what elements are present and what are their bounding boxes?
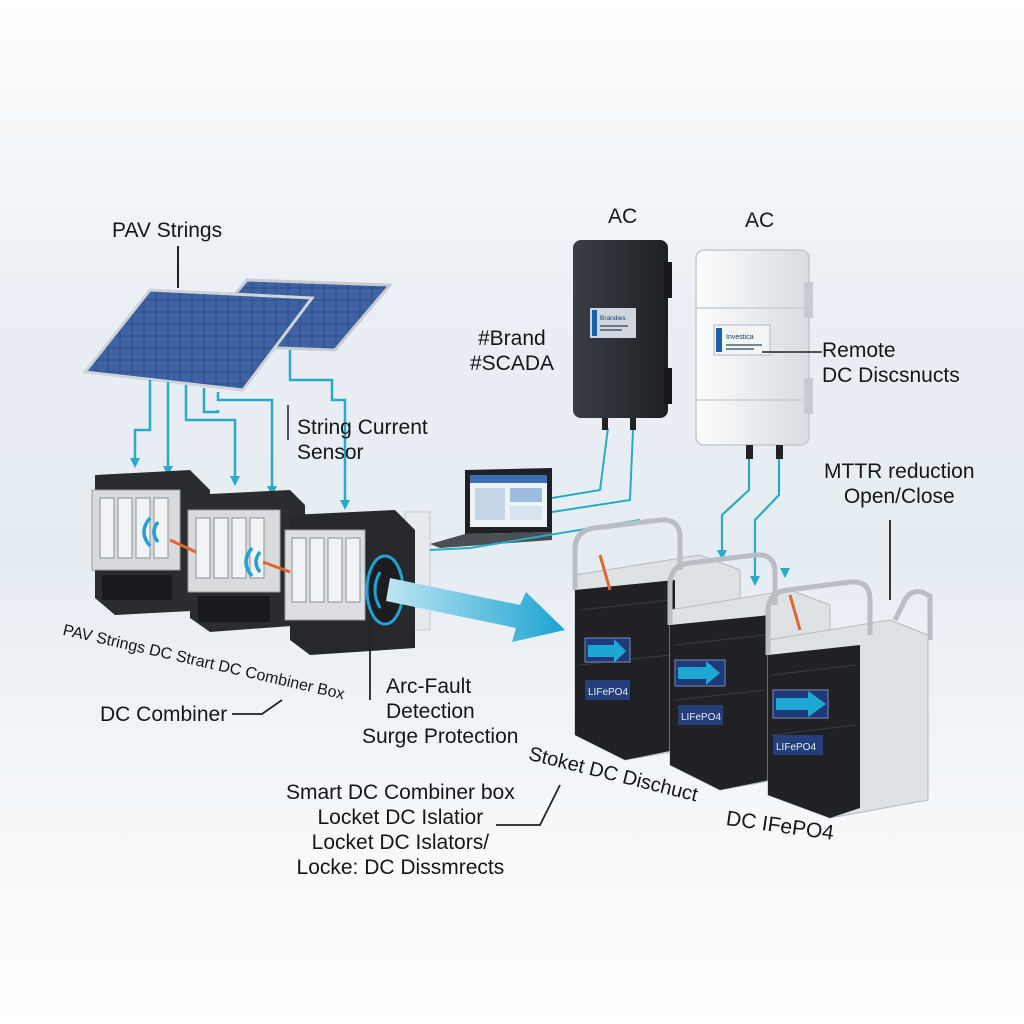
battery-3-label: LIFePO4: [776, 742, 816, 753]
mttr-line-1: MTTR reduction: [824, 460, 975, 483]
smart-line-4: Locke: DC Dissmrects: [296, 856, 505, 879]
inverter-dark: Brandies: [573, 240, 672, 430]
scada-label: #SCADA: [470, 352, 555, 375]
dc-combiner-label: DC Combiner: [100, 703, 228, 726]
laptop: [430, 468, 552, 548]
combiner-box-2: [169, 490, 305, 632]
brand-label: #Brand: [478, 327, 546, 350]
string-cables: [133, 350, 347, 505]
solar-panel-front: [82, 288, 315, 392]
inverter-battery-cables: [720, 459, 781, 580]
smart-line-3: Locket DC Islators/: [311, 831, 490, 854]
mttr-label: MTTR reduction Open/Close: [824, 459, 975, 509]
power-flow-arrow: [386, 578, 565, 642]
string-current-sensor-label: String Current Sensor: [297, 415, 428, 465]
smart-combiner-label: Smart DC Combiner box Locket DC Islatior…: [286, 780, 515, 880]
inverter-left-brand: Brandies: [600, 315, 626, 322]
combiner-box-3: [262, 510, 431, 655]
smart-line-1: Smart DC Combiner box: [286, 781, 515, 804]
inverter-battery-arrowheads: [717, 550, 790, 586]
arc-fault-label: Arc-Fault Detection Surge Protection: [362, 674, 518, 749]
smart-combiner-leader: [496, 784, 561, 826]
mttr-line-2: Open/Close: [843, 485, 955, 508]
brand-scada-label: #Brand #SCADA: [470, 326, 554, 376]
inverter-light: Investica: [695, 249, 813, 459]
string-current-line-2: Sensor: [297, 441, 364, 464]
arc-line-2: Detection: [386, 700, 475, 723]
battery-2-label: LIFePO4: [681, 712, 721, 723]
ac-right-label: AC: [745, 209, 775, 232]
inverter-right-brand: Investica: [726, 334, 754, 341]
battery-rack-3: LIFePO4: [765, 579, 933, 819]
remote-disconnect-label: Remote DC Discsnucts: [822, 338, 960, 388]
smart-line-2: Locket DC Islatior: [317, 806, 484, 829]
battery-rack-2: LIFePO4: [667, 552, 831, 791]
ac-left-label: AC: [608, 205, 638, 228]
dc-combiner-leader: [232, 699, 283, 715]
remote-line-2: DC Discsnucts: [822, 364, 960, 387]
arc-line-1: Arc-Fault: [386, 675, 472, 698]
pv-strings-label: PAV Strings: [112, 219, 223, 242]
string-current-line-1: String Current: [297, 416, 428, 439]
remote-line-1: Remote: [822, 339, 896, 362]
arc-line-3: Surge Protection: [362, 725, 519, 748]
battery-1-label: LIFePO4: [588, 687, 628, 698]
combiner-box-1: [91, 470, 210, 615]
